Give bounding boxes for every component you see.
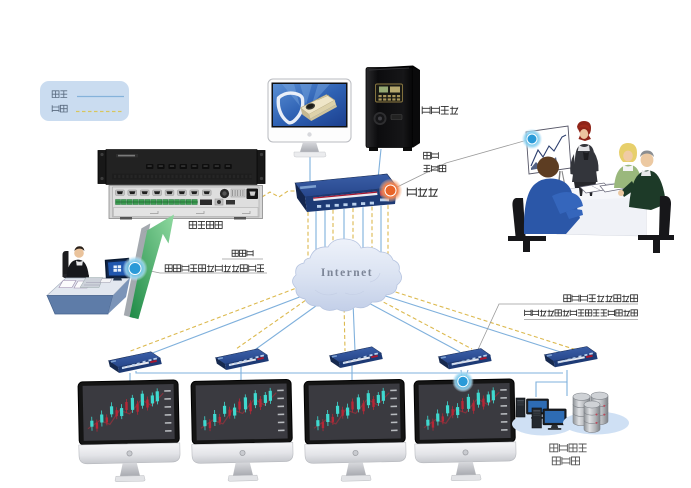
svg-text:Internet: Internet	[321, 267, 373, 279]
